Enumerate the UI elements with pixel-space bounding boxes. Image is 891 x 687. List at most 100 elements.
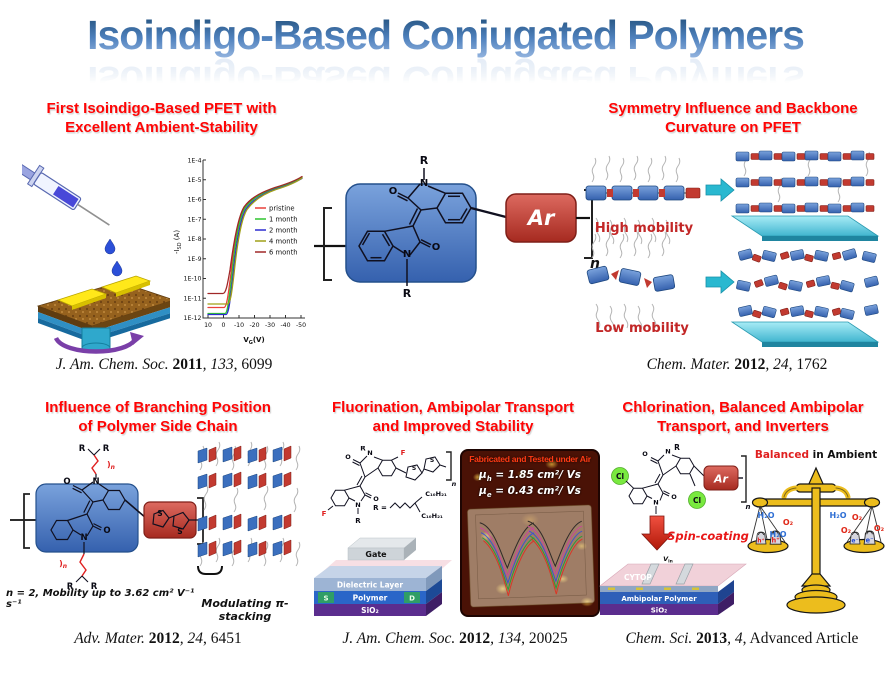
y-axis-label: -ISD (A) <box>173 230 183 254</box>
s-atom-label: S <box>157 509 162 518</box>
chlorinated-structure: Ar Cl Cl N O N O R R n <box>611 444 751 525</box>
page-title-reflection: Isoindigo-Based Conjugated Polymers <box>0 57 891 104</box>
down-arrow-icon <box>641 515 673 551</box>
interlayer-mark <box>692 587 699 590</box>
heading-line: Influence of Branching Position <box>45 399 271 416</box>
citation-page: , Advanced Article <box>742 630 859 647</box>
electron-weights: e⁻ e⁻ <box>849 530 876 545</box>
heading-line: Excellent Ambient-Stability <box>65 119 258 136</box>
vin-sub: in <box>668 559 673 565</box>
sio2-layer <box>314 604 426 616</box>
isoindigo-skeleton <box>50 474 147 554</box>
n-atom-label: N <box>403 249 411 260</box>
left-bracket <box>323 207 332 281</box>
dielectric-top-face <box>314 566 442 578</box>
labels: N O N O R R F F S S n R = C₁₀H₂₁ C₁₀H₂₁ <box>322 446 457 525</box>
gate-label: Gate <box>365 550 387 559</box>
high-mobility-chain <box>585 155 701 245</box>
electron-mobility-value: μe = 0.43 cm²/ Vs <box>462 485 598 499</box>
chain-n: n <box>63 563 67 570</box>
oxygen-label: O₂ <box>852 513 863 522</box>
citation-volume: , 24 <box>765 356 789 373</box>
citation-year: 2013 <box>692 630 728 647</box>
mu-symbol: μ <box>478 469 487 481</box>
x-tick-labels: 10 0 -10 -20 -30 -40 -50 <box>204 322 306 329</box>
y-tick-labels: 1E-4 1E-5 1E-6 1E-7 1E-8 1E-9 1E-10 1E-1… <box>184 158 202 323</box>
r-group-label: R <box>403 287 412 300</box>
balance-frame <box>751 466 881 614</box>
chain-repeat-label: )n <box>107 460 115 471</box>
citation-journal: J. Am. Chem. Soc. <box>55 356 169 373</box>
hole-weights: h⁺ h⁺ <box>755 530 782 545</box>
substrate-edge <box>762 236 878 241</box>
alkyl-chain-label: C₁₀H₂₁ <box>421 512 443 520</box>
ambient-molecules: H₂O O₂ H₂O H₂O O₂ O₂ O₂ <box>758 511 885 539</box>
layer-labels: Gate Dielectric Layer Polymer SiO₂ S D <box>323 550 415 615</box>
y-tick: 1E-5 <box>187 177 201 184</box>
citation-jacs-2011: J. Am. Chem. Soc. 2011, 133, 6099 <box>18 356 310 374</box>
transistor-stack: Gate Dielectric Layer Polymer SiO₂ S D <box>314 537 452 616</box>
citation-adv-mater-2012: Adv. Mater. 2012, 24, 6451 <box>8 630 308 648</box>
heading-bottom-left: Influence of Branching Position of Polym… <box>15 398 301 436</box>
balance-title-red: Balanced <box>755 449 809 461</box>
balance-scale: Balanced in Ambient h⁺ h⁺ e⁻ e⁻ <box>747 449 885 614</box>
skeleton <box>327 455 447 514</box>
dielectric-layer <box>314 578 426 591</box>
electrode <box>675 563 694 585</box>
o-atom-label: O <box>642 450 648 458</box>
y-label-unit: (A) <box>173 230 181 243</box>
atom-labels: N O N O R R R R <box>63 444 110 592</box>
citation-volume: , 133 <box>202 356 234 373</box>
n-atom-label: N <box>420 178 428 189</box>
plot-background <box>170 146 310 354</box>
heading-bottom-right: Chlorination, Balanced Ambipolar Transpo… <box>598 398 888 436</box>
curve-6month <box>207 175 303 295</box>
curves <box>479 520 583 596</box>
cytop-label: CYTOP <box>624 573 652 582</box>
r-group-label: R <box>91 582 98 592</box>
chain-close: ) <box>59 559 63 568</box>
drain-label: D <box>409 595 415 603</box>
x-tick: 0 <box>222 322 226 329</box>
repeat-n-label: n <box>452 480 457 488</box>
polymer-label: Polymer <box>353 594 388 603</box>
x-label-unit: (V) <box>253 336 265 344</box>
n-atom-label: N <box>653 499 658 507</box>
chain-repeat-label: )n <box>59 559 67 570</box>
cl-highlight <box>611 467 629 485</box>
citation-year: 2012 <box>144 630 180 647</box>
left-pan <box>747 538 789 554</box>
bithiophene-box <box>143 501 197 539</box>
legend-label: 2 month <box>269 226 298 234</box>
polymer-layer <box>314 591 426 604</box>
ambipolar-curves-plot <box>466 504 596 608</box>
citation-journal: Chem. Mater. <box>646 356 731 373</box>
r-group-label: R <box>355 517 361 525</box>
citation-journal: J. Am. Chem. Soc. <box>342 630 456 647</box>
n-atom-label: N <box>355 501 360 509</box>
citation-page: , 6451 <box>203 630 242 647</box>
legend-label: 4 month <box>269 237 298 245</box>
f-atom-label: F <box>322 510 327 518</box>
film-edge <box>38 306 92 332</box>
heading-line: Curvature on PFET <box>665 119 801 136</box>
drain-pad <box>404 592 420 603</box>
gate-top <box>347 537 417 549</box>
mu-symbol: μ <box>479 485 487 497</box>
center-structure: N O N O R R Ar n <box>314 154 600 300</box>
substrate-platform <box>730 321 880 343</box>
r-group-label: R <box>360 446 366 453</box>
o-atom-label: O <box>63 477 70 487</box>
n-atom-label: N <box>367 449 372 457</box>
ar-label: Ar <box>526 206 556 230</box>
x-tick-marks <box>207 315 302 318</box>
heading-line: First Isoindigo-Based PFET with <box>46 100 277 117</box>
gate-side <box>404 538 416 560</box>
cl-highlight <box>688 491 706 509</box>
y-tick: 1E-12 <box>184 315 202 322</box>
x-tick: 10 <box>204 322 212 329</box>
citation-year: 2011 <box>168 356 203 373</box>
chain-n: n <box>111 464 115 471</box>
citation-volume: , 134 <box>490 630 522 647</box>
cl-atom-label: Cl <box>693 496 701 505</box>
